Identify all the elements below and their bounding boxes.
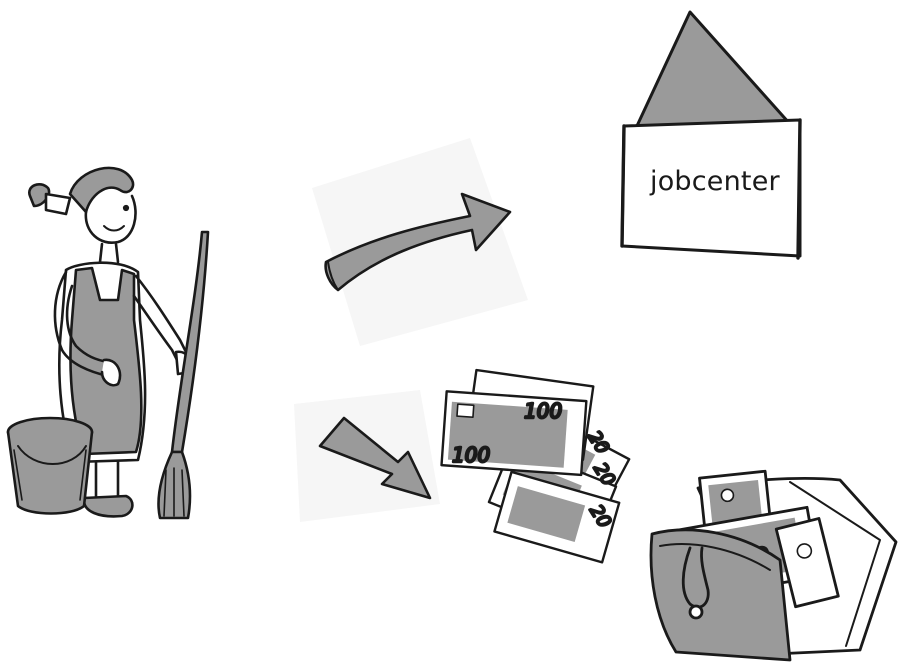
mop-icon	[159, 232, 209, 518]
jobcenter-label: jobcenter	[650, 166, 780, 197]
wallet-icon: 20	[651, 471, 896, 660]
banknote-100-label: 100	[524, 399, 562, 423]
banknote-100-label: 100	[452, 443, 490, 467]
jobcenter-building-icon	[622, 12, 800, 258]
banknotes-icon: 20 20 20 100 100	[442, 370, 630, 562]
arrow-up-right-icon	[312, 138, 528, 346]
arrow-down-right-icon	[294, 390, 440, 522]
bucket-icon	[8, 418, 92, 514]
